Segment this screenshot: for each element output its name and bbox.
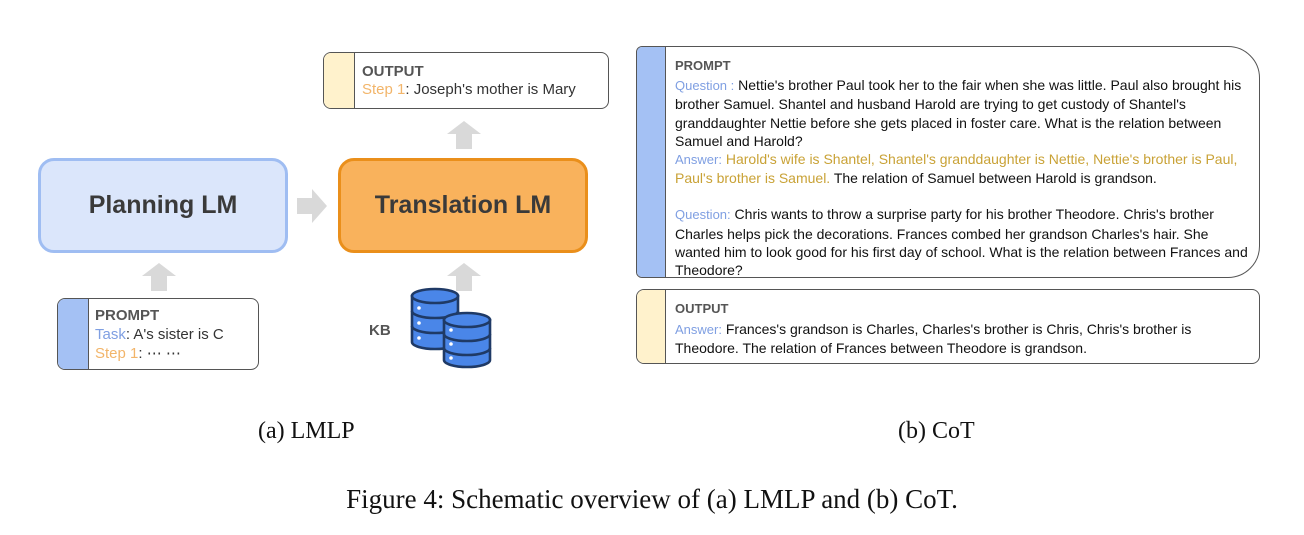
answer-label: Answer: xyxy=(675,322,722,338)
arrow-up-icon xyxy=(447,121,481,149)
output-header: OUTPUT xyxy=(362,63,424,80)
planning-lm-box: Planning LM xyxy=(38,158,288,253)
answer-reasoning: Harold's wife is Shantel, Shantel's gran… xyxy=(675,151,1238,187)
cot-output-answer: Answer: Frances's grandson is Charles, C… xyxy=(675,320,1235,357)
cot-prompt-card: PROMPT Question : Nettie's brother Paul … xyxy=(636,46,1260,278)
question-label: Question: xyxy=(675,207,731,223)
subcaption-b: (b) CoT xyxy=(898,418,975,444)
prompt-header: PROMPT xyxy=(95,307,160,324)
lmlp-prompt-card: PROMPT Task: A's sister is C Step 1: ⋯ ⋯ xyxy=(57,298,259,370)
cot-answer-1: Answer: Harold's wife is Shantel, Shante… xyxy=(675,150,1249,187)
kb-label: KB xyxy=(369,322,391,339)
question-text: Nettie's brother Paul took her to the fa… xyxy=(675,77,1242,149)
cot-question-2: Question: Chris wants to throw a surpris… xyxy=(675,205,1249,278)
cot-output-header: OUTPUT xyxy=(675,301,729,316)
prompt-task: Task: A's sister is C xyxy=(95,325,258,344)
cot-output-card: OUTPUT Answer: Frances's grandson is Cha… xyxy=(636,289,1260,364)
cot-prompt-header: PROMPT xyxy=(675,58,731,73)
question-text: Chris wants to throw a surprise party fo… xyxy=(675,206,1248,278)
arrow-right-icon xyxy=(297,189,327,223)
prompt-task-text: : A's sister is C xyxy=(125,326,224,343)
cot-question-1: Question : Nettie's brother Paul took he… xyxy=(675,76,1249,150)
planning-lm-label: Planning LM xyxy=(88,191,238,219)
answer-text: Frances's grandson is Charles, Charles's… xyxy=(675,321,1192,357)
answer-label: Answer: xyxy=(675,152,722,168)
arrow-up-icon xyxy=(447,263,481,291)
subcaption-a: (a) LMLP xyxy=(258,418,355,444)
output-step-text: : Joseph's mother is Mary xyxy=(405,81,576,98)
answer-conclusion: The relation of Samuel between Harold is… xyxy=(830,170,1157,187)
output-step-label: Step 1 xyxy=(362,81,406,98)
prompt-step: Step 1: ⋯ ⋯ xyxy=(95,344,258,363)
prompt-step-label: Step 1 xyxy=(95,345,139,362)
question-label: Question : xyxy=(675,78,735,94)
figure-caption: Figure 4: Schematic overview of (a) LMLP… xyxy=(346,484,958,514)
prompt-stripe xyxy=(637,47,666,277)
prompt-task-label: Task xyxy=(95,326,126,343)
lmlp-output-card: OUTPUT Step 1: Joseph's mother is Mary xyxy=(323,52,609,109)
database-icon xyxy=(410,287,492,369)
output-stripe xyxy=(324,53,355,108)
prompt-step-text: : ⋯ ⋯ xyxy=(138,345,181,362)
prompt-stripe xyxy=(58,299,89,369)
arrow-up-icon xyxy=(142,263,176,291)
translation-lm-label: Translation LM xyxy=(374,191,552,219)
translation-lm-box: Translation LM xyxy=(338,158,588,253)
output-step: Step 1: Joseph's mother is Mary xyxy=(362,81,608,98)
output-stripe xyxy=(637,290,666,363)
